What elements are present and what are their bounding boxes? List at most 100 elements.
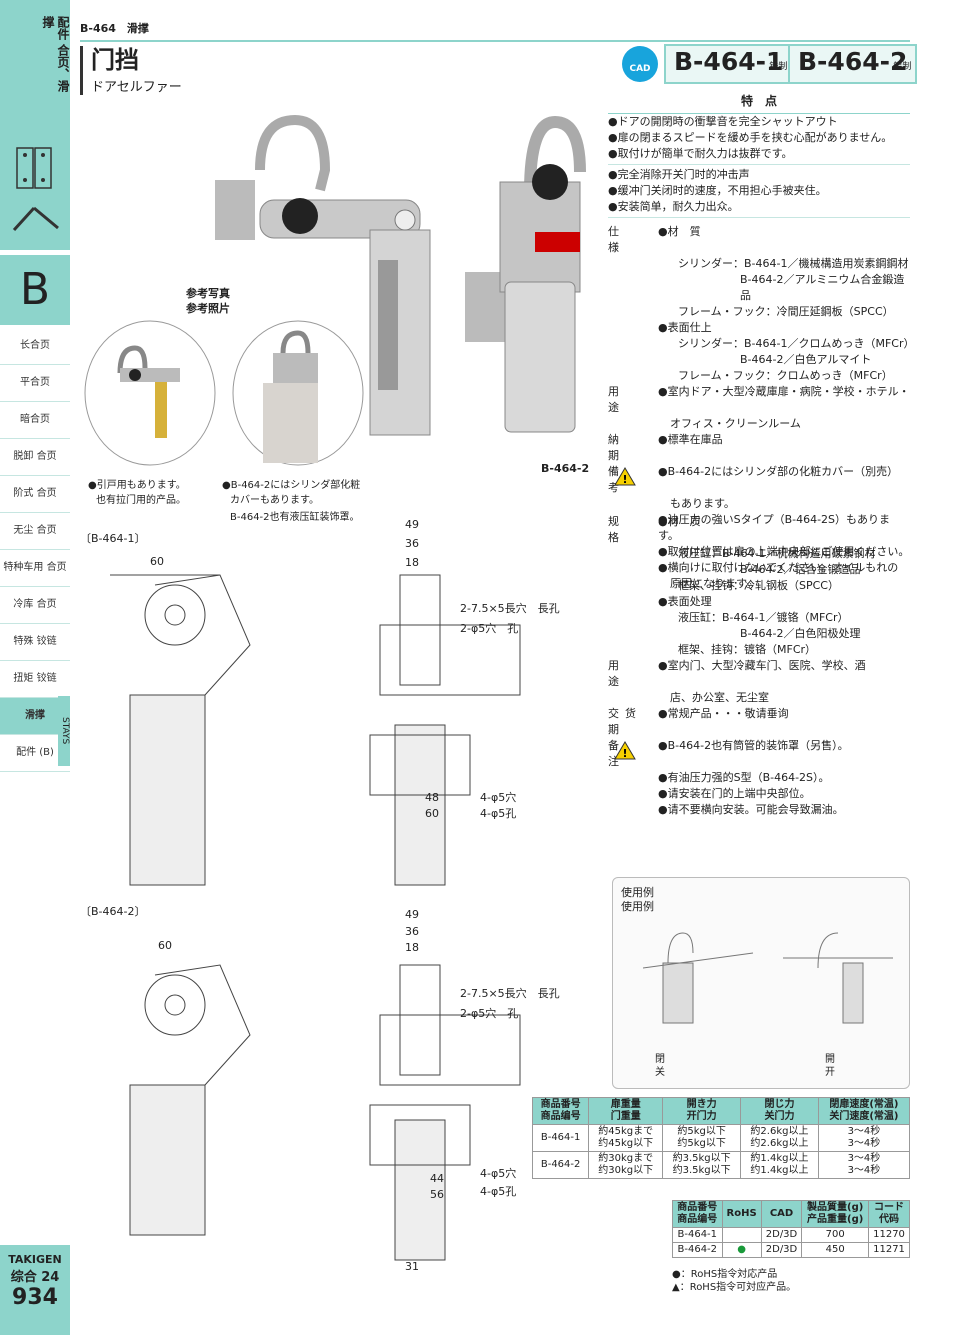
spec-row: 交货期●常规产品・・・敬请垂询 — [608, 707, 789, 736]
svg-text:36: 36 — [405, 925, 419, 938]
spec-row: ●请安装在门的上端中央部位。 — [658, 787, 811, 800]
sidebar-item[interactable]: 无尘 合页 — [0, 513, 70, 550]
spec-row: B-464-2／铝合金锻造品 — [740, 563, 861, 576]
svg-text:4-φ5孔: 4-φ5孔 — [480, 1185, 516, 1198]
sidebar-item[interactable]: 阶式 合页 — [0, 476, 70, 513]
spec-row: フレーム・フック：クロムめっき（MFCr） — [678, 369, 893, 382]
svg-text:2-7.5×5長穴 長孔: 2-7.5×5長穴 長孔 — [460, 986, 560, 1000]
spec-row: シリンダー：B-464-1／クロムめっき（MFCr） — [678, 337, 915, 350]
spec-row: ●表面处理 — [658, 595, 712, 608]
spec-row: ●取付け位置は扉の上端中央部にご使用ください。 — [658, 545, 910, 558]
spec-row: 店、办公室、无尘室 — [670, 691, 769, 704]
spec-row: フレーム・フック：冷間圧延鋼板（SPCC） — [678, 305, 894, 318]
svg-text:18: 18 — [405, 941, 419, 954]
table-header: 扉重量门重量 — [588, 1097, 664, 1125]
spec-row: ●油圧力の強いSタイプ（B-464-2S）もあります。 — [658, 513, 891, 542]
features-list: ●ドアの開閉時の衝撃音を完全シャットアウト●扉の閉まるスピードを緩め手を挟む心配… — [608, 112, 910, 218]
drawing-label-2: 〔B-464-2〕 — [80, 905, 146, 918]
sidebar-item[interactable]: 冷库 合页 — [0, 587, 70, 624]
svg-text:2-φ5穴 孔: 2-φ5穴 孔 — [460, 1006, 518, 1020]
hinge-icon — [12, 147, 59, 232]
svg-text:!: ! — [622, 473, 627, 486]
spec-row: 规 格●材 质 — [608, 515, 701, 544]
sidebar-nav: 长合页 平合页 暗合页 脱卸 合页 阶式 合页 无尘 合页 特种车用 合页 冷库… — [0, 328, 70, 772]
svg-text:60: 60 — [150, 555, 164, 568]
sidebar-item[interactable]: 特殊 铰链 — [0, 624, 70, 661]
product-photo-b464-2 — [465, 115, 586, 433]
svg-text:56: 56 — [430, 1188, 444, 1201]
svg-text:60: 60 — [158, 939, 172, 952]
spec-row: 納 期●標準在庫品 — [608, 433, 723, 462]
sidebar-item[interactable]: 暗合页 — [0, 402, 70, 439]
rohs-notes: ●：RoHS指令対応产品▲：RoHS指令可対应产品。 — [672, 1269, 797, 1293]
photo-ref-label: 参考写真参考照片 — [186, 287, 230, 315]
spec-row: 液压缸：B-464-1／机械构造用碳素钢材 — [678, 547, 876, 560]
spec-row: 框架、挂钩：冷轧钢板（SPCC） — [678, 579, 839, 592]
warning-icon: ! — [614, 467, 636, 486]
usage-example: 使用例使用例 閉关 開开 — [612, 877, 910, 1089]
svg-text:4-φ5孔: 4-φ5孔 — [480, 807, 516, 820]
warning-icon: ! — [614, 741, 636, 760]
spec-row: 液压缸：B-464-1／镀铬（MFCr） — [678, 611, 849, 624]
drawing-label-1: 〔B-464-1〕 — [80, 532, 146, 545]
svg-text:!: ! — [622, 747, 627, 760]
table-header: 商品番号商品编号 — [672, 1200, 723, 1228]
table-header: 開き力开门力 — [662, 1097, 742, 1125]
stays-tab: STAYS — [58, 696, 70, 766]
spec-row: 框架、挂钩：镀铬（MFCr） — [678, 643, 817, 656]
sidebar-item[interactable]: 特种车用 合页 — [0, 550, 70, 587]
spec-row: もあります。 — [670, 497, 735, 510]
sidebar-section-letter: B — [0, 255, 70, 325]
spec-row: オフィス・クリーンルーム — [670, 417, 801, 430]
usage-diagram — [643, 932, 893, 1024]
technical-drawing-b464-2: 60 49 36 18 2-7.5×5長穴 長孔 2-φ5穴 孔 44 56 31 4-φ5… — [129, 908, 560, 1273]
svg-text:31: 31 — [405, 1260, 419, 1273]
table-header: 製品質量(g)产品重量(g) — [801, 1200, 870, 1228]
table-header: RoHS — [721, 1200, 762, 1228]
cad-icon[interactable]: CAD — [622, 46, 658, 82]
spec-row: B-464-2／白色アルマイト — [740, 353, 872, 366]
features-title: 特 点 — [608, 92, 910, 114]
photo-caption: B-464-2 — [541, 462, 590, 475]
spec-row: 仕 様●材 質 — [608, 225, 701, 254]
caption-cover: ●B-464-2にはシリンダ部化粧カバーもあります。B-464-2也有液压缸装饰… — [222, 480, 361, 523]
spec-row: ●有油压力强的S型（B-464-2S）。 — [658, 771, 830, 784]
svg-text:36: 36 — [405, 537, 419, 550]
page-title: 门挡 ドアセルファー — [80, 46, 182, 95]
cover-photo — [232, 320, 364, 466]
spec-row: 原因になります。 — [670, 577, 757, 590]
sidebar-item[interactable]: 长合页 — [0, 328, 70, 365]
sliding-door-photo — [84, 320, 216, 466]
svg-text:49: 49 — [405, 908, 419, 921]
table-header: 閉じ力关门力 — [740, 1097, 819, 1125]
spec-row: 用 途●室内门、大型冷藏车门、医院、学校、酒 — [608, 659, 866, 688]
svg-text:48: 48 — [425, 791, 439, 804]
caption-sliding: ●引戸用もあります。也有拉门用的产品。 — [88, 480, 186, 506]
page-number: 934 — [12, 1285, 58, 1310]
sidebar-item[interactable]: 脱卸 合页 — [0, 439, 70, 476]
sidebar: 配件 合页、滑撑 B 长合页 平合页 暗合页 脱卸 合页 阶式 合页 无尘 合页… — [0, 0, 70, 1335]
sidebar-item[interactable]: 扭矩 铰链 — [0, 661, 70, 698]
sidebar-item[interactable]: 配件 (B) — [0, 735, 70, 772]
svg-text:4-φ5穴: 4-φ5穴 — [480, 1166, 516, 1180]
performance-table: 商品番号商品编号扉重量门重量開き力开门力閉じ力关门力閉扉速度(常温)关门速度(常… — [531, 1097, 911, 1179]
table-header: コード代码 — [868, 1200, 910, 1228]
svg-text:44: 44 — [430, 1172, 444, 1185]
svg-text:2-7.5×5長穴 長孔: 2-7.5×5長穴 長孔 — [460, 601, 560, 615]
brand-logo: TAKIGEN 综合 24 934 — [0, 1245, 70, 1335]
spec-row: ●表面仕上 — [658, 321, 712, 334]
spec-row: 用 途●室内ドア・大型冷蔵庫扉・病院・学校・ホテル・ — [608, 385, 910, 414]
breadcrumb: B-464 滑撑 — [80, 22, 149, 35]
sidebar-item[interactable]: 平合页 — [0, 365, 70, 402]
spec-row: ●请不要横向安装。可能会导致漏油。 — [658, 803, 844, 816]
spec-row: B-464-2／白色阳极处理 — [740, 627, 861, 640]
